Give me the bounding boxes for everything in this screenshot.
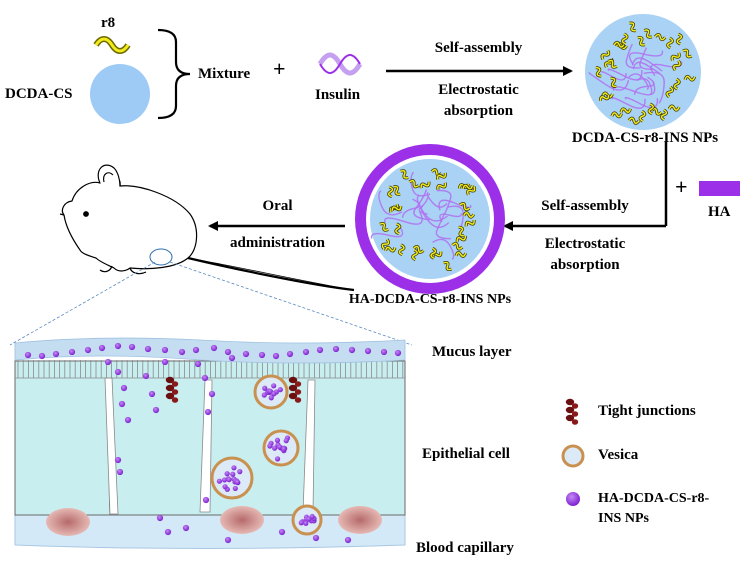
label-np1: DCDA-CS-r8-INS NPs <box>571 130 719 146</box>
label-electrostatic-2: Electrostatic <box>544 236 626 252</box>
zoom-line-right <box>169 261 413 346</box>
label-electrostatic-1: Electrostatic <box>438 82 519 98</box>
tight-junction <box>288 376 302 403</box>
label-np2: HA-DCDA-CS-r8-INS NPs <box>348 292 512 307</box>
label-administration: administration <box>229 235 325 251</box>
legend <box>561 398 585 506</box>
label-insulin: Insulin <box>315 87 361 103</box>
insulin-icon <box>317 52 363 76</box>
legend-np-icon <box>566 492 580 506</box>
label-mixture: Mixture <box>198 66 251 82</box>
dcda-cs-r8-ins-np <box>585 14 701 130</box>
label-plus-1: + <box>273 56 286 81</box>
tight-junction <box>165 376 179 403</box>
legend-label-np-2: INS NPs <box>598 511 649 526</box>
label-absorption-1: absorption <box>443 103 514 119</box>
mouse-icon <box>59 164 355 292</box>
label-plus-2: + <box>675 174 688 199</box>
label-mucus-layer: Mucus layer <box>432 344 512 360</box>
zoom-line-left <box>9 261 156 346</box>
label-self-assembly-2: Self-assembly <box>541 198 629 214</box>
label-oral: Oral <box>262 198 293 214</box>
ha-icon <box>699 181 740 196</box>
legend-tight-junction-icon <box>565 398 579 425</box>
ha-dcda-cs-r8-ins-np <box>355 144 505 294</box>
bracket <box>157 28 191 120</box>
r8-icon <box>93 36 131 54</box>
legend-vesica-icon <box>561 444 585 468</box>
tissue-section <box>14 337 406 549</box>
label-absorption-2: absorption <box>550 257 620 273</box>
label-self-assembly-1: Self-assembly <box>434 40 523 56</box>
label-blood-capillary: Blood capillary <box>416 540 514 556</box>
legend-label-vesica: Vesica <box>598 447 639 463</box>
label-epithelial-cell: Epithelial cell <box>422 446 510 462</box>
legend-label-np-1: HA-DCDA-CS-r8- <box>598 491 710 506</box>
label-r8: r8 <box>101 15 116 31</box>
label-dcda-cs: DCDA-CS <box>5 86 73 102</box>
legend-label-tight-junctions: Tight junctions <box>598 403 696 419</box>
dcda-cs-icon <box>90 64 150 124</box>
label-ha: HA <box>708 204 731 220</box>
